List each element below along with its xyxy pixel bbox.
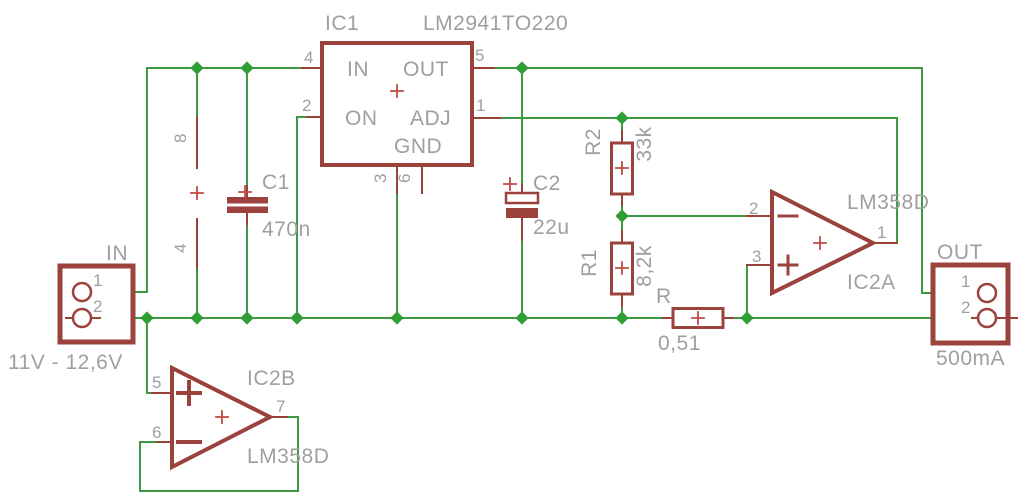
ic1-pin-label-adj: ADJ (410, 107, 451, 130)
c1-plate-bottom (227, 206, 268, 213)
ic2a-pin-number-1: 1 (877, 223, 887, 242)
ic1-refdes: IC1 (325, 12, 359, 35)
ic2-power-pin-number-4: 4 (171, 243, 190, 253)
junction-dot (615, 209, 629, 223)
out-pin1-pad (976, 282, 998, 304)
ic2a-refdes: IC2A (847, 271, 896, 294)
in-pin2-pad (71, 307, 93, 329)
wire-adj-feedback[interactable] (499, 117, 898, 244)
ic2a-pin-number-2: 2 (749, 199, 759, 218)
r-value: 0,51 (658, 332, 701, 355)
junction-dot (390, 311, 404, 325)
r2-origin-cross (615, 161, 629, 175)
ic1-pin-label-out: OUT (403, 58, 449, 81)
junction-dot (515, 311, 529, 325)
c1-refdes: C1 (262, 171, 290, 194)
r1-resistor-symbol[interactable]: R1 8,2k (578, 230, 656, 307)
ic1-pin-number-6: 6 (395, 173, 414, 183)
in-pin-number-2: 2 (93, 297, 103, 316)
r2-value: 33k (633, 126, 656, 161)
in-pin1-pad (71, 281, 93, 303)
ic2b-part-number: LM358D (247, 445, 329, 468)
ic2a-part-number: LM358D (847, 191, 929, 214)
wire-ic2b-feedback[interactable] (139, 416, 299, 492)
out-pin-number-1: 1 (961, 272, 971, 291)
ic2b-plus-sign (176, 380, 202, 406)
in-pin-number-1: 1 (93, 271, 103, 290)
ic2-power-origin-cross (190, 186, 204, 200)
ic2b-opamp-symbol[interactable]: IC2B LM358D 5 6 7 (151, 364, 329, 471)
ic2-power-pin-number-8: 8 (171, 133, 190, 143)
ic2b-pin-number-6: 6 (152, 423, 162, 442)
junction-dot (290, 311, 304, 325)
c2-refdes: C2 (533, 172, 561, 195)
in-connector-body[interactable] (57, 263, 136, 345)
c2-capacitor-symbol[interactable]: C2 22u (503, 172, 570, 241)
in-connector-symbol[interactable]: IN 11V - 12,6V 1 2 (8, 242, 136, 374)
c1-value: 470n (262, 218, 311, 241)
out-connector-symbol[interactable]: OUT 500mA 1 2 (930, 241, 1018, 370)
ic1-pin-label-gnd: GND (394, 135, 442, 158)
r2-refdes: R2 (582, 128, 605, 156)
ic1-pin-number-3: 3 (371, 173, 390, 183)
junction-dot (615, 311, 629, 325)
junction-dot (140, 311, 154, 325)
in-connector-name: IN (106, 242, 128, 265)
r1-value: 8,2k (633, 245, 656, 287)
r1-origin-cross (615, 261, 629, 275)
c2-polarity-plus (503, 177, 517, 191)
ic2a-opamp-symbol[interactable]: LM358D IC2A 2 3 1 (746, 188, 929, 297)
junction-dot (515, 61, 529, 75)
out-connector-rating: 500mA (936, 347, 1005, 370)
r-sense-resistor-symbol[interactable]: R 0,51 (656, 285, 734, 355)
ic1-regulator-symbol[interactable]: IC1 LM2941TO220 IN OUT ON ADJ GND 4 2 5 … (301, 12, 568, 194)
r-origin-cross (691, 311, 705, 325)
ic1-pin-number-1: 1 (476, 96, 486, 115)
out-connector-body[interactable] (930, 262, 1011, 346)
r-refdes: R (656, 285, 672, 308)
c1-origin-cross (238, 185, 252, 199)
ic2b-pin-number-7: 7 (276, 397, 286, 416)
ic1-pin-label-in: IN (347, 58, 369, 81)
wire-ic2b-noninv[interactable] (146, 317, 153, 394)
r1-refdes: R1 (578, 249, 601, 277)
c2-plate-positive (504, 191, 540, 205)
ic1-pin-number-5: 5 (475, 46, 485, 65)
in-connector-rating: 11V - 12,6V (8, 351, 123, 374)
ic2b-refdes: IC2B (247, 367, 296, 390)
junction-dot (190, 61, 204, 75)
junction-dot (240, 61, 254, 75)
wire-on-to-gnd[interactable] (296, 116, 308, 319)
ic2a-pin-number-3: 3 (752, 247, 762, 266)
out-pin2-pad (976, 307, 998, 329)
ic2-power-pins-symbol[interactable]: 8 4 (171, 116, 204, 269)
c1-capacitor-symbol[interactable]: C1 470n (227, 171, 311, 241)
ic2a-origin-cross (813, 236, 827, 250)
junction-dot (740, 311, 754, 325)
wire-output-rail[interactable] (493, 67, 979, 294)
junction-dot (240, 311, 254, 325)
junction-dot (190, 311, 204, 325)
ic2b-pin-number-5: 5 (152, 373, 162, 392)
out-connector-name: OUT (937, 241, 983, 264)
ic1-pin-number-4: 4 (304, 48, 314, 67)
ic1-part-number: LM2941TO220 (423, 12, 568, 35)
junction-dot (615, 111, 629, 125)
c2-value: 22u (533, 216, 570, 239)
ic2a-plus-sign (777, 254, 799, 276)
r2-resistor-symbol[interactable]: R2 33k (582, 126, 656, 206)
out-pin-number-2: 2 (961, 298, 971, 317)
ic1-pin-number-2: 2 (302, 96, 312, 115)
c2-plate-negative (506, 208, 538, 218)
ic1-body[interactable] (320, 41, 474, 167)
c1-plate-top (227, 197, 268, 204)
ic1-pin-label-on: ON (345, 107, 378, 130)
ic1-origin-cross (390, 84, 404, 98)
ic2b-origin-cross (215, 410, 229, 424)
